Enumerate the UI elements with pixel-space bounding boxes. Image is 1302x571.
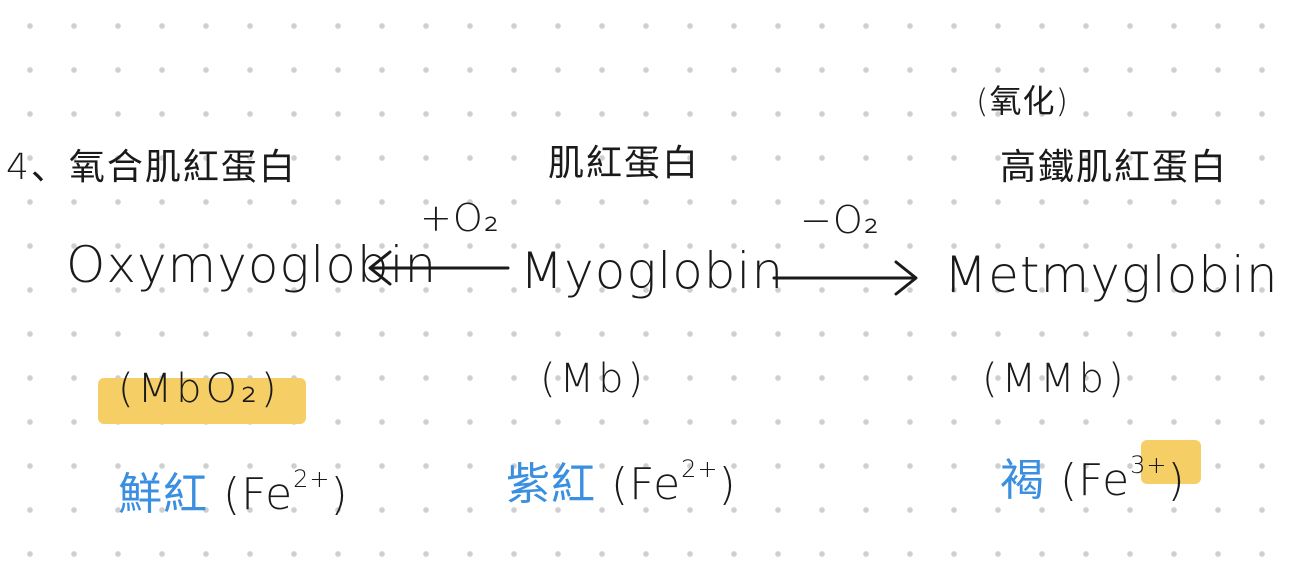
oxidized-note: (氧化): [976, 82, 1069, 120]
minus-o2-label: −O₂: [800, 198, 880, 242]
iron-label: (Fe: [223, 469, 294, 520]
iron-close: ): [1167, 455, 1186, 506]
left-title-row: 4、氧合肌紅蛋白: [6, 138, 297, 190]
oxymyoglobin-zh: 氧合肌紅蛋白: [68, 147, 297, 188]
iron-label: (Fe: [1060, 455, 1131, 506]
myoglobin-color-row: 紫紅 (Fe2+): [506, 448, 737, 512]
iron-label: (Fe: [611, 459, 682, 510]
color-purple-red: 紫紅: [506, 459, 596, 510]
color-brown: 褐: [1000, 455, 1045, 506]
metmyoglobin-abbr: (MMb): [982, 356, 1128, 402]
oxymyoglobin-abbr: (MbO₂): [118, 366, 281, 412]
metmyoglobin-zh: 高鐵肌紅蛋白: [1000, 147, 1229, 188]
myoglobin-abbr: (Mb): [540, 356, 648, 402]
oxymyoglobin-en: Oxymyoglobin: [66, 236, 438, 294]
highlight-mbo2: [98, 378, 306, 424]
iron-charge: 2+: [293, 465, 331, 493]
plus-o2-label: +O₂: [420, 196, 500, 240]
oxymyoglobin-color-row: 鮮紅 (Fe2+): [118, 458, 349, 522]
color-bright-red: 鮮紅: [118, 469, 208, 520]
iron-charge: 3+: [1130, 451, 1168, 479]
highlight-fe3-charge: [1141, 440, 1201, 484]
myoglobin-en: Myoglobin: [520, 242, 785, 300]
iron-close: ): [718, 459, 737, 510]
iron-close: ): [330, 469, 349, 520]
arrow-to-oxymyoglobin: [368, 250, 510, 286]
arrow-to-metmyoglobin: [772, 260, 918, 296]
myoglobin-zh: 肌紅蛋白: [548, 143, 701, 184]
item-number: 4、: [6, 147, 69, 188]
metmyoglobin-color-row: 褐 (Fe3+): [1000, 444, 1186, 508]
iron-charge: 2+: [681, 455, 719, 483]
metmyoglobin-en: Metmyglobin: [944, 246, 1279, 304]
